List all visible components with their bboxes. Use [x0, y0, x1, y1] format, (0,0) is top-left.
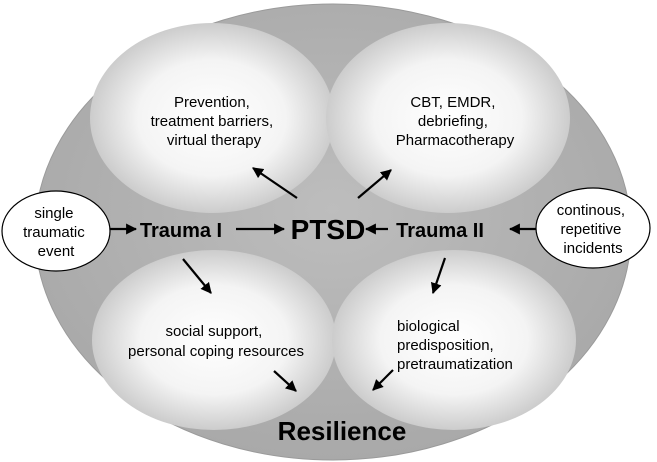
- bottom-right-ellipse: [332, 250, 576, 430]
- top-right-line: Pharmacotherapy: [396, 132, 515, 149]
- right-input-text: continous, repetitive incidents: [557, 202, 630, 257]
- left-input-ellipse: [1, 190, 111, 272]
- top-left-line: Prevention,: [174, 94, 250, 111]
- top-right-line: debriefing,: [418, 113, 488, 130]
- bottom-left-line: personal coping resources: [128, 343, 304, 360]
- left-input-text: single traumatic event: [23, 205, 89, 260]
- arrow-bottom-left-to-resilience: [273, 370, 297, 392]
- bottom-right-line: pretraumatization: [397, 356, 513, 373]
- bottom-left-ellipse: [92, 250, 336, 430]
- right-input-line: continous,: [557, 202, 625, 219]
- trauma-two-label: Trauma II: [396, 220, 484, 242]
- arrow-trauma-one-to-bottom-left: [182, 258, 212, 294]
- top-left-ellipse: [90, 23, 334, 213]
- trauma-one-label: Trauma I: [140, 220, 222, 242]
- arrow-bottom-right-to-resilience: [372, 369, 394, 391]
- top-right-line: CBT, EMDR,: [410, 94, 495, 111]
- bottom-left-text: social support, personal coping resource…: [128, 323, 304, 360]
- top-left-line: treatment barriers,: [151, 113, 274, 130]
- top-left-line: virtual therapy: [167, 132, 262, 149]
- top-right-text: CBT, EMDR, debriefing, Pharmacotherapy: [396, 94, 515, 149]
- bottom-right-line: biological: [397, 318, 460, 335]
- left-input-line: traumatic: [23, 224, 85, 241]
- ptsd-label: PTSD: [291, 214, 366, 245]
- bottom-right-line: predisposition,: [397, 337, 494, 354]
- top-left-text: Prevention, treatment barriers, virtual …: [151, 94, 278, 149]
- left-input-line: single: [34, 205, 73, 222]
- bottom-left-line: social support,: [166, 323, 263, 340]
- arrow-trauma-two-to-bottom-right: [431, 257, 447, 295]
- arrow-ptsd-to-top-right: [357, 169, 392, 199]
- arrow-ptsd-to-top-left: [252, 167, 298, 199]
- right-input-line: repetitive: [560, 221, 621, 238]
- top-right-ellipse: [326, 23, 570, 213]
- bottom-right-text: biological predisposition, pretraumatiza…: [397, 318, 513, 373]
- right-input-line: incidents: [563, 240, 622, 257]
- left-input-line: event: [38, 243, 76, 260]
- resilience-label: Resilience: [278, 416, 407, 446]
